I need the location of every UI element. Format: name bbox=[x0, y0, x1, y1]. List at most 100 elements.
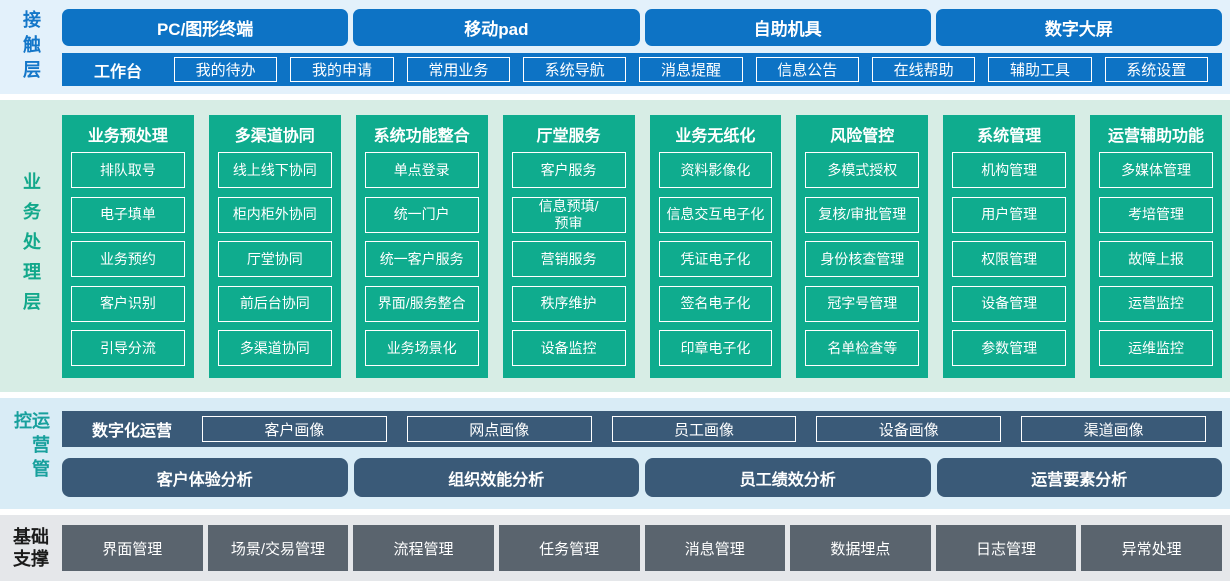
workbench-item[interactable]: 信息公告 bbox=[755, 57, 859, 82]
profile-box[interactable]: 渠道画像 bbox=[1021, 416, 1206, 442]
business-column-items: 资料影像化 信息交互电子化 凭证电子化 签名电子化 印章电子化 bbox=[658, 152, 773, 366]
business-column: 多渠道协同 线上线下协同 柜内柜外协同 厅堂协同 前后台协同 多渠道协同 bbox=[208, 115, 341, 378]
business-column-title: 业务无纸化 bbox=[675, 128, 756, 145]
business-column-title: 厅堂服务 bbox=[536, 128, 601, 145]
foundation-layer-label: 基础 支撑 bbox=[13, 526, 49, 570]
feature-box[interactable]: 多媒体管理 bbox=[1099, 152, 1213, 188]
foundation-button[interactable]: 消息管理 bbox=[644, 525, 786, 571]
foundation-button[interactable]: 流程管理 bbox=[353, 525, 494, 571]
business-column: 业务预处理 排队取号 电子填单 业务预约 客户识别 引导分流 bbox=[62, 115, 194, 378]
feature-box[interactable]: 设备监控 bbox=[511, 330, 626, 366]
business-column-items: 多媒体管理 考培管理 故障上报 运营监控 运维监控 bbox=[1099, 152, 1213, 366]
device-button[interactable]: PC/图形终端 bbox=[62, 9, 349, 46]
feature-box[interactable]: 用户管理 bbox=[952, 196, 1067, 233]
feature-box[interactable]: 名单检查等 bbox=[805, 330, 920, 366]
feature-box[interactable]: 信息预填/ 预审 bbox=[511, 196, 626, 233]
business-column: 系统功能整合 单点登录 统一门户 统一客户服务 界面/服务整合 业务场景化 bbox=[355, 115, 488, 378]
feature-box[interactable]: 多模式授权 bbox=[805, 152, 920, 188]
profile-box[interactable]: 客户画像 bbox=[202, 416, 387, 442]
feature-box[interactable]: 参数管理 bbox=[952, 330, 1067, 366]
business-column-title: 风险管控 bbox=[830, 128, 895, 145]
feature-box[interactable]: 业务场景化 bbox=[364, 330, 479, 366]
business-column: 运营辅助功能 多媒体管理 考培管理 故障上报 运营监控 运维监控 bbox=[1090, 115, 1222, 378]
feature-box[interactable]: 印章电子化 bbox=[658, 330, 773, 366]
operations-layer-label: 运营管控 bbox=[12, 411, 50, 483]
foundation-button[interactable]: 场景/交易管理 bbox=[207, 525, 349, 571]
business-column-items: 排队取号 电子填单 业务预约 客户识别 引导分流 bbox=[71, 152, 185, 366]
foundation-button[interactable]: 数据埋点 bbox=[790, 525, 931, 571]
workbench-item[interactable]: 消息提醒 bbox=[639, 57, 743, 82]
feature-box[interactable]: 签名电子化 bbox=[658, 285, 773, 322]
operations-layer-content: 数字化运营 客户画像 网点画像 员工画像 设备画像 渠道画像 bbox=[62, 411, 1222, 497]
profile-box[interactable]: 网点画像 bbox=[406, 416, 592, 442]
workbench-item[interactable]: 系统设置 bbox=[1104, 57, 1208, 82]
feature-box[interactable]: 统一客户服务 bbox=[364, 241, 479, 277]
feature-box[interactable]: 线上线下协同 bbox=[217, 152, 332, 188]
feature-box[interactable]: 权限管理 bbox=[952, 241, 1067, 277]
business-column-title: 系统管理 bbox=[977, 128, 1042, 145]
feature-box[interactable]: 故障上报 bbox=[1099, 241, 1213, 277]
foundation-button[interactable]: 任务管理 bbox=[498, 525, 640, 571]
feature-box[interactable]: 运维监控 bbox=[1099, 330, 1213, 366]
analysis-button[interactable]: 客户体验分析 bbox=[62, 458, 348, 497]
feature-box[interactable]: 考培管理 bbox=[1099, 196, 1213, 233]
contact-layer-band: 接触层 PC/图形终端 移动pad 自助机具 数字大屏 工作台 我的待 bbox=[0, 0, 1230, 94]
feature-box[interactable]: 引导分流 bbox=[71, 330, 185, 366]
feature-box[interactable]: 排队取号 bbox=[71, 152, 185, 188]
feature-box[interactable]: 业务预约 bbox=[71, 241, 185, 277]
feature-box[interactable]: 资料影像化 bbox=[658, 152, 773, 188]
feature-box[interactable]: 冠字号管理 bbox=[805, 285, 920, 322]
profile-box[interactable]: 设备画像 bbox=[816, 416, 1002, 442]
feature-box[interactable]: 客户识别 bbox=[71, 285, 185, 322]
workbench-item[interactable]: 我的待办 bbox=[174, 57, 278, 82]
device-row: PC/图形终端 移动pad 自助机具 数字大屏 bbox=[62, 9, 1222, 46]
operations-layer-label-cell: 运营管控 bbox=[0, 411, 62, 497]
business-layer-label-cell: 业务处理层 bbox=[0, 115, 62, 378]
analysis-button[interactable]: 组织效能分析 bbox=[353, 458, 639, 497]
feature-box[interactable]: 客户服务 bbox=[511, 152, 626, 188]
feature-box[interactable]: 厅堂协同 bbox=[217, 241, 332, 277]
workbench-item[interactable]: 系统导航 bbox=[522, 57, 627, 82]
business-column: 厅堂服务 客户服务 信息预填/ 预审 营销服务 秩序维护 设备监控 bbox=[502, 115, 635, 378]
profile-box[interactable]: 员工画像 bbox=[611, 416, 797, 442]
business-column-items: 单点登录 统一门户 统一客户服务 界面/服务整合 业务场景化 bbox=[364, 152, 479, 366]
digital-operations-bar: 数字化运营 客户画像 网点画像 员工画像 设备画像 渠道画像 bbox=[62, 411, 1222, 447]
device-button[interactable]: 数字大屏 bbox=[935, 9, 1222, 46]
feature-box[interactable]: 秩序维护 bbox=[511, 285, 626, 322]
feature-box[interactable]: 复核/审批管理 bbox=[805, 196, 920, 233]
feature-box[interactable]: 电子填单 bbox=[71, 196, 185, 233]
business-column-items: 客户服务 信息预填/ 预审 营销服务 秩序维护 设备监控 bbox=[511, 152, 626, 366]
workbench-item[interactable]: 辅助工具 bbox=[988, 57, 1092, 82]
feature-box[interactable]: 柜内柜外协同 bbox=[217, 196, 332, 233]
foundation-button[interactable]: 异常处理 bbox=[1081, 525, 1222, 571]
feature-box[interactable]: 营销服务 bbox=[511, 241, 626, 277]
foundation-button[interactable]: 日志管理 bbox=[935, 525, 1077, 571]
feature-box[interactable]: 前后台协同 bbox=[217, 285, 332, 322]
device-button[interactable]: 移动pad bbox=[353, 9, 640, 46]
feature-box[interactable]: 机构管理 bbox=[952, 152, 1067, 188]
operations-layer-band: 运营管控 数字化运营 客户画像 网点画像 员工画像 设备画像 渠道画像 bbox=[0, 398, 1230, 509]
foundation-items: 界面管理 场景/交易管理 流程管理 任务管理 消息管理 数据埋点 日志管理 异常… bbox=[62, 525, 1222, 571]
feature-box[interactable]: 设备管理 bbox=[952, 285, 1067, 322]
business-columns: 业务预处理 排队取号 电子填单 业务预约 客户识别 引导分流 bbox=[62, 115, 1222, 378]
feature-box[interactable]: 统一门户 bbox=[364, 196, 479, 233]
feature-box[interactable]: 多渠道协同 bbox=[217, 330, 332, 366]
feature-box[interactable]: 凭证电子化 bbox=[658, 241, 773, 277]
analysis-button[interactable]: 员工绩效分析 bbox=[645, 458, 931, 497]
feature-box[interactable]: 运营监控 bbox=[1099, 285, 1213, 322]
device-button[interactable]: 自助机具 bbox=[644, 9, 931, 46]
analysis-row: 客户体验分析 组织效能分析 员工绩效分析 运营要素分析 bbox=[62, 458, 1222, 497]
feature-box[interactable]: 身份核查管理 bbox=[805, 241, 920, 277]
feature-box[interactable]: 单点登录 bbox=[364, 152, 479, 188]
feature-box[interactable]: 界面/服务整合 bbox=[364, 285, 479, 322]
analysis-button[interactable]: 运营要素分析 bbox=[936, 458, 1222, 497]
workbench-item[interactable]: 常用业务 bbox=[406, 57, 510, 82]
workbench-item[interactable]: 我的申请 bbox=[290, 57, 394, 82]
digital-operations-items: 客户画像 网点画像 员工画像 设备画像 渠道画像 bbox=[202, 416, 1206, 442]
workbench-bar: 工作台 我的待办 我的申请 常用业务 系统导航 消息提醒 信息公告 bbox=[62, 53, 1222, 86]
workbench-item[interactable]: 在线帮助 bbox=[871, 57, 976, 82]
workbench-items: 我的待办 我的申请 常用业务 系统导航 消息提醒 信息公告 在线帮助 辅助工具 bbox=[174, 57, 1208, 82]
feature-box[interactable]: 信息交互电子化 bbox=[658, 196, 773, 233]
foundation-button[interactable]: 界面管理 bbox=[62, 525, 203, 571]
